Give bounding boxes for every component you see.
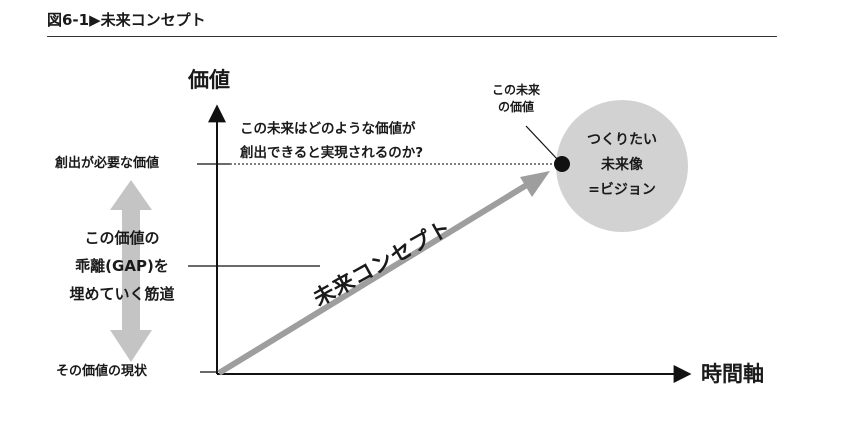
gap-label: この価値の 乖離(GAP)を 埋めていく筋道 bbox=[52, 224, 192, 308]
y-axis-label: 価値 bbox=[188, 68, 230, 92]
gap-label-line-2: 乖離(GAP)を bbox=[75, 257, 169, 275]
vision-label: つくりたい 未来像 =ビジョン bbox=[567, 128, 677, 203]
question-line-2: 創出できると実現されるのか? bbox=[240, 145, 424, 161]
question-text: この未来はどのような価値が 創出できると実現されるのか? bbox=[240, 117, 423, 165]
x-axis-label: 時間軸 bbox=[701, 362, 764, 386]
question-line-1: この未来はどのような価値が bbox=[240, 121, 416, 137]
future-value-line-1: この未来 bbox=[491, 83, 540, 97]
vision-circle bbox=[556, 100, 688, 232]
vision-line-2: 未来像 bbox=[601, 157, 643, 173]
title-divider bbox=[47, 36, 777, 37]
future-value-label: この未来 の価値 bbox=[476, 82, 556, 116]
concept-arrow-head bbox=[520, 171, 550, 197]
future-value-leader bbox=[525, 125, 559, 161]
future-value-line-2: の価値 bbox=[497, 100, 534, 114]
concept-arrow-shaft bbox=[217, 180, 532, 376]
figure-title: 図6-1▶未来コンセプト bbox=[47, 11, 206, 29]
gap-label-line-1: この価値の bbox=[84, 229, 160, 247]
vision-line-3: =ビジョン bbox=[588, 182, 656, 198]
target-level-label: 創出が必要な価値 bbox=[55, 156, 160, 171]
gap-double-arrow bbox=[110, 180, 152, 362]
future-value-dot bbox=[554, 156, 570, 172]
current-level-label: その価値の現状 bbox=[56, 364, 148, 379]
vision-line-1: つくりたい bbox=[587, 132, 657, 148]
gap-label-line-3: 埋めていく筋道 bbox=[69, 285, 175, 303]
